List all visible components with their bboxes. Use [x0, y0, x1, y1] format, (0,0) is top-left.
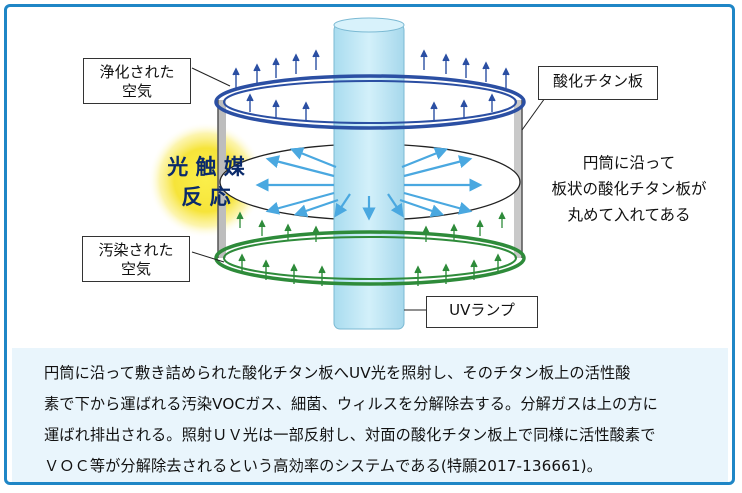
purified-air-line2: 空気 [121, 82, 152, 100]
photocatalysis-label: 光 触 媒 反 応 [150, 152, 262, 212]
caption-panel: 円筒に沿って敷き詰められた酸化チタン板へUV光を照射し、そのチタン板上の活性酸 … [12, 348, 728, 482]
annotation-line1: 円筒に沿って [582, 154, 676, 172]
uv-lamp-text: UVランプ [449, 301, 515, 319]
glow-circle [148, 122, 264, 238]
polluted-air-line2: 空気 [120, 260, 151, 278]
caption-line2: 素で下から運ばれる汚染VOCガス、細菌、ウィルスを分解除去する。分解ガスは上の方… [44, 395, 658, 413]
annotation-line2: 板状の酸化チタン板が [551, 180, 707, 198]
uv-rays [255, 147, 483, 221]
titanium-plate-text: 酸化チタン板 [552, 72, 643, 90]
polluted-air-arrows [238, 253, 502, 286]
titanium-plate-label: 酸化チタン板 [538, 66, 658, 100]
uv-lamp-label: UVランプ [426, 296, 538, 328]
caption-text: 円筒に沿って敷き詰められた酸化チタン板へUV光を照射し、そのチタン板上の活性酸 … [44, 358, 714, 482]
polluted-air-label: 汚染された 空気 [82, 236, 190, 282]
leader-lines [191, 67, 546, 311]
caption-line4: ＶＯＣ等が分解除去されるという高効率のシステムである(特願2017-136661… [44, 457, 602, 475]
bottom-ring-outer [214, 230, 526, 286]
uv-lamp-top [333, 17, 405, 33]
bottom-ring-inner [223, 236, 517, 280]
top-ring-inner [223, 80, 517, 124]
photocatalysis-line2: 反 応 [181, 185, 231, 209]
purified-air-label: 浄化された 空気 [83, 58, 191, 104]
photocatalysis-line1: 光 触 媒 [167, 155, 245, 179]
polluted-air-line1: 汚染された [98, 241, 174, 259]
structure-annotation: 円筒に沿って 板状の酸化チタン板が 丸めて入れてある [536, 150, 722, 228]
purified-air-arrows [232, 49, 510, 120]
cylinder-diagram [148, 17, 546, 330]
purified-air-line1: 浄化された [99, 63, 175, 81]
caption-line3: 運ばれ排出される。照射ＵＶ光は一部反射し、対面の酸化チタン板上で同様に活性酸素で [44, 426, 656, 444]
annotation-line3: 丸めて入れてある [567, 206, 691, 224]
caption-line1: 円筒に沿って敷き詰められた酸化チタン板へUV光を照射し、そのチタン板上の活性酸 [44, 364, 631, 382]
top-ring-outer [214, 74, 526, 130]
rising-air-arrows [236, 211, 506, 242]
